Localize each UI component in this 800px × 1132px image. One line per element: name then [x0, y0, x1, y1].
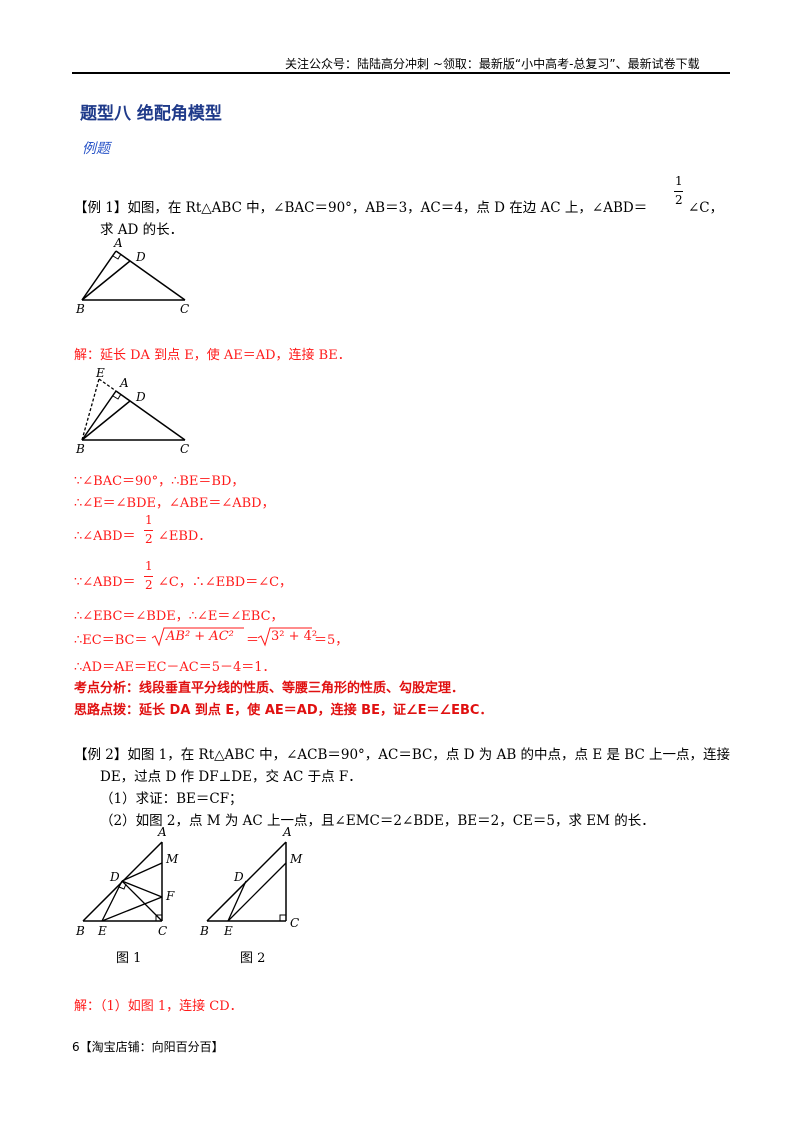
segment-ef	[101, 896, 163, 922]
right-angle-mark	[112, 393, 122, 400]
ex2-question1: （1）求证：BE＝CF；	[100, 791, 243, 807]
fig1-label-d: D	[110, 870, 120, 884]
segment-ac	[115, 250, 186, 301]
segment-dc	[121, 880, 163, 922]
fig2-label-m: M	[290, 852, 303, 866]
segment-df	[121, 880, 163, 898]
sqrt-sign-2	[257, 627, 312, 647]
sol1-step4-fraction-bar	[144, 576, 153, 577]
sol1-label-b: B	[76, 442, 85, 456]
sol1-label-d: D	[136, 390, 146, 404]
sol1-hint: 思路点拨：延长 DA 到点 E，使 AE＝AD，连接 BE，证∠E＝∠EBC．	[74, 703, 493, 718]
sol1-intro: 解：延长 DA 到点 E，使 AE＝AD，连接 BE．	[74, 348, 351, 363]
sol1-label-e: E	[96, 366, 105, 380]
sol1-label-a: A	[120, 376, 129, 390]
ex1-label-a: A	[114, 236, 123, 250]
ex2-figure2	[206, 841, 287, 922]
ex1-line2: 求 AD 的长．	[100, 222, 184, 238]
right-angle-mark	[112, 253, 122, 260]
fig1-label-c: C	[158, 924, 168, 938]
segment-ab	[206, 841, 287, 922]
segment-be-dashed	[81, 378, 100, 441]
segment-dm	[121, 862, 163, 882]
section-title: 题型八 绝配角模型	[80, 104, 222, 124]
segment-ac	[115, 390, 186, 441]
segment-em	[227, 862, 287, 922]
ex1-label-b: B	[76, 302, 85, 316]
sol1-step3-denominator: 2	[145, 532, 153, 546]
sol1-step6-pre: ∴EC＝BC＝	[74, 633, 148, 648]
segment-ab	[81, 390, 117, 441]
sol1-step5: ∴∠EBC＝∠BDE，∴∠E＝∠EBC，	[74, 609, 284, 624]
segment-de	[227, 880, 247, 922]
header-text: 关注公众号：陆陆高分冲刺 ~领取：最新版“小中高考-总复习”、最新试卷下载	[285, 57, 700, 71]
fig2-caption: 图 2	[240, 951, 266, 966]
ex1-line1-end: ∠C，	[688, 200, 724, 216]
right-angle-mark-d	[118, 883, 127, 890]
ex1-label-d: D	[136, 250, 146, 264]
sol1-step6-eq: ＝	[246, 633, 260, 648]
fig1-caption: 图 1	[116, 951, 142, 966]
ex1-fraction-numerator: 1	[675, 174, 683, 188]
sol1-step4-pre: ∵∠ABD＝	[74, 575, 136, 590]
footer-text: 6【淘宝店铺：向阳百分百】	[72, 1040, 224, 1054]
ex2-figure1	[82, 841, 163, 922]
fig2-label-e: E	[224, 924, 233, 938]
ex1-figure	[81, 250, 186, 301]
ex1-line1: 【例 1】如图，在 Rt△ABC 中，∠BAC＝90°，AB＝3，AC＝4，点 …	[74, 200, 648, 216]
sol1-step4-denominator: 2	[145, 578, 153, 592]
ex2-line1: 【例 2】如图 1，在 Rt△ABC 中，∠ACB＝90°，AC＝BC，点 D …	[74, 747, 731, 763]
fig2-label-c: C	[290, 916, 300, 930]
segment-ab	[81, 250, 117, 301]
sol1-step6-radicand1: AB² + AC²	[166, 629, 234, 644]
sol1-figure	[81, 378, 186, 441]
fig1-label-b: B	[76, 924, 85, 938]
segment-ea-dashed	[98, 378, 117, 392]
ex1-label-c: C	[180, 302, 190, 316]
sol1-label-c: C	[180, 442, 190, 456]
sol1-step3-pre: ∴∠ABD＝	[74, 529, 136, 544]
sol1-step1: ∵∠BAC＝90°，∴BE＝BD，	[74, 474, 245, 489]
sol1-step2: ∴∠E＝∠BDE，∠ABE＝∠ABD，	[74, 496, 275, 511]
examples-label: 例题	[82, 141, 110, 157]
sqrt-sign-1	[151, 627, 244, 647]
fig1-label-e: E	[98, 924, 107, 938]
segment-bd	[81, 400, 131, 441]
sol1-step3-post: ∠EBD．	[158, 529, 212, 544]
segment-bd	[81, 260, 131, 301]
sol1-step3-numerator: 1	[145, 513, 153, 527]
segment-de	[101, 880, 123, 922]
ex2-question2: （2）如图 2，点 M 为 AC 上一点，且∠EMC＝2∠BDE，BE＝2，CE…	[100, 813, 655, 829]
fig2-label-d: D	[234, 870, 244, 884]
fig2-label-b: B	[200, 924, 209, 938]
fig1-label-a: A	[158, 825, 167, 839]
header-divider	[72, 72, 730, 74]
sol1-step4-post: ∠C，∴∠EBD＝∠C，	[158, 575, 293, 590]
sol1-step6-radicand2: 3² + 4²	[271, 629, 318, 644]
ex1-fraction-bar	[674, 191, 683, 192]
fig1-label-f: F	[166, 889, 175, 903]
ex2-line2: DE，过点 D 作 DF⊥DE，交 AC 于点 F．	[100, 769, 362, 785]
fig1-label-m: M	[166, 852, 179, 866]
sol1-step3-fraction-bar	[144, 530, 153, 531]
ex1-fraction-denominator: 2	[675, 193, 683, 207]
sol1-step4-numerator: 1	[145, 559, 153, 573]
sol1-analysis: 考点分析：线段垂直平分线的性质、等腰三角形的性质、勾股定理．	[74, 681, 465, 696]
sol2-intro: 解：（1）如图 1，连接 CD．	[74, 999, 243, 1014]
right-angle-mark-c	[155, 914, 162, 921]
right-angle-mark-c	[279, 914, 286, 921]
sol1-step6-post: ＝5，	[314, 633, 349, 648]
fig2-label-a: A	[283, 825, 292, 839]
sol1-step7: ∴AD＝AE＝EC－AC＝5－4＝1．	[74, 660, 276, 675]
